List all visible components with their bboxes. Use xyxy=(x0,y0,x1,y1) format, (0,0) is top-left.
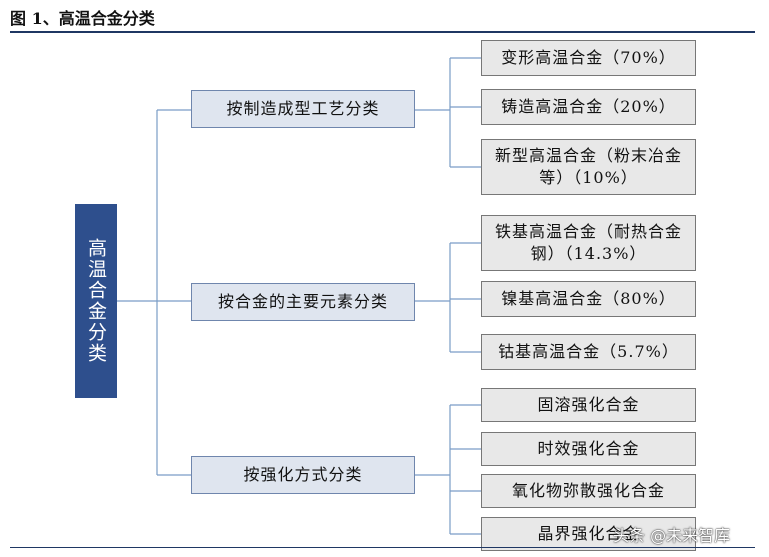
category-strengthening: 按强化方式分类 xyxy=(191,456,415,494)
leaf-cobalt-based: 钴基高温合金（5.7%） xyxy=(481,334,696,370)
watermark: 头条 @未来智库 xyxy=(613,526,731,545)
leaf-grain-boundary: 晶界强化合金 xyxy=(481,517,696,551)
title-rule xyxy=(10,31,755,33)
leaf-solid-solution: 固溶强化合金 xyxy=(481,388,696,422)
leaf-wrought-alloy: 变形高温合金（70%） xyxy=(481,40,696,76)
leaf-age-hardening: 时效强化合金 xyxy=(481,432,696,466)
connector-cat-2 xyxy=(415,242,481,353)
connector-cat-3 xyxy=(415,404,481,535)
category-manufacturing: 按制造成型工艺分类 xyxy=(191,90,415,128)
connector-cat-1 xyxy=(415,57,481,168)
leaf-iron-based: 铁基高温合金（耐热合金钢）（14.3%） xyxy=(481,215,696,271)
leaf-new-alloy: 新型高温合金（粉末冶金等）（10%） xyxy=(481,139,696,195)
figure-title: 图 1、高温合金分类 xyxy=(10,9,155,28)
connector-root xyxy=(117,109,191,476)
leaf-nickel-based: 镍基高温合金（80%） xyxy=(481,281,696,317)
leaf-oxide-dispersion: 氧化物弥散强化合金 xyxy=(481,474,696,508)
root-node: 高温合金分类 xyxy=(75,204,117,398)
category-element: 按合金的主要元素分类 xyxy=(191,283,415,321)
leaf-cast-alloy: 铸造高温合金（20%） xyxy=(481,89,696,125)
bottom-rule xyxy=(10,547,755,548)
